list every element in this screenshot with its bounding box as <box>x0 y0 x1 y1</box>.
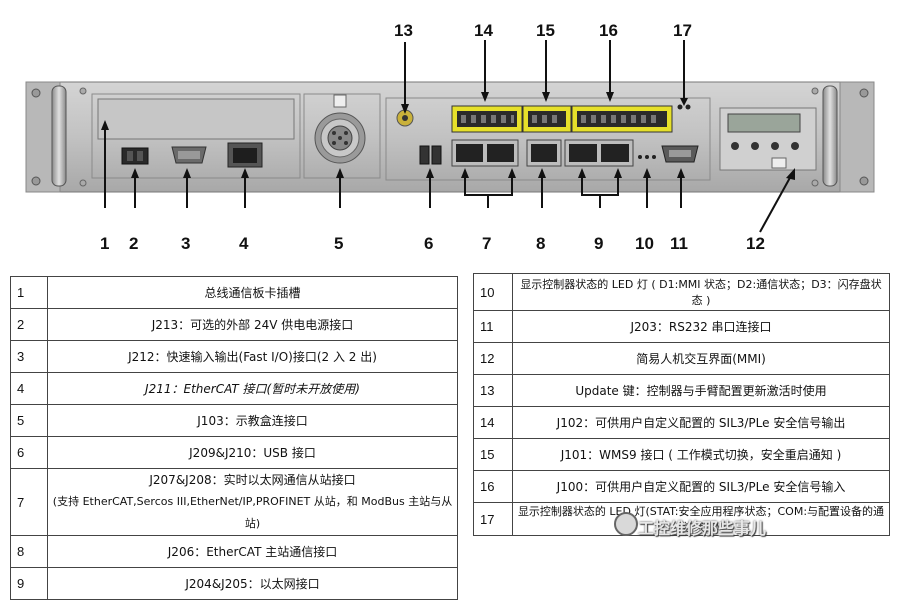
j204-j205-ethernet-ports <box>564 139 634 167</box>
legend-index: 14 <box>473 406 513 439</box>
callout-12: 12 <box>746 234 765 253</box>
j213-power-connector <box>121 147 149 165</box>
j209-j210-usb-ports <box>419 145 442 165</box>
legend-index: 10 <box>473 273 513 311</box>
callout-11: 11 <box>670 234 688 253</box>
legend-index: 8 <box>10 535 48 568</box>
legend-desc: 简易人机交互界面(MMI) <box>512 342 890 375</box>
callout-16: 16 <box>599 21 618 40</box>
callout-6: 6 <box>424 234 433 253</box>
legend-index: 2 <box>10 308 48 341</box>
legend-desc: J102：可供用户自定义配置的 SIL3/PLe 安全信号输出 <box>512 406 890 439</box>
callout-17: 17 <box>673 21 692 40</box>
callout-10: 10 <box>635 234 654 253</box>
callout-4: 4 <box>239 234 249 253</box>
legend-desc-multiline: J207&J208：实时以太网通信从站接口 (支持 EtherCAT,Serco… <box>47 468 458 536</box>
legend-desc: J213：可选的外部 24V 供电电源接口 <box>47 308 458 341</box>
legend-desc: J100：可供用户自定义配置的 SIL3/PLe 安全信号输入 <box>512 470 890 503</box>
callout-5: 5 <box>334 234 343 253</box>
left-handle <box>51 85 67 187</box>
update-button <box>396 109 414 127</box>
legend-index: 6 <box>10 436 48 469</box>
j102-safety-output-connector <box>451 105 523 133</box>
j211-ethercat-port <box>227 142 263 168</box>
controller-front-panel-diagram: 1 2 3 4 5 6 7 8 9 10 11 12 13 14 15 16 1… <box>25 21 875 253</box>
legend-desc: 显示控制器状态的 LED 灯 ( D1:MMI 状态；D2:通信状态；D3：闪存… <box>512 273 890 311</box>
callout-8: 8 <box>536 234 545 253</box>
status-led-d1-d3 <box>638 155 656 159</box>
callout-14: 14 <box>474 21 493 40</box>
legend-desc: J103：示教盒连接口 <box>47 404 458 437</box>
callout-13: 13 <box>394 21 413 40</box>
legend-index: 15 <box>473 438 513 471</box>
j203-rs232-connector <box>661 145 699 163</box>
legend-desc: 显示控制器状态的 LED 灯(STAT:安全应用程序状态；COM:与配置设备的通… <box>512 502 890 536</box>
legend-index: 16 <box>473 470 513 503</box>
legend-desc-secondary: (支持 EtherCAT,Sercos III,EtherNet/IP,PROF… <box>52 495 453 530</box>
legend-index: 3 <box>10 340 48 373</box>
callout-3: 3 <box>181 234 190 253</box>
legend-index: 1 <box>10 276 48 309</box>
legend-desc: J207&J208：实时以太网通信从站接口 <box>149 473 356 487</box>
callout-1: 1 <box>100 234 109 253</box>
legend-index: 9 <box>10 567 48 600</box>
legend-desc: Update 键：控制器与手臂配置更新激活时使用 <box>512 374 890 407</box>
j212-fast-io-connector <box>171 146 207 164</box>
watermark-logo-icon <box>614 512 638 536</box>
j103-teach-pendant-connector <box>314 94 366 164</box>
legend-desc: J206：EtherCAT 主站通信接口 <box>47 535 458 568</box>
legend-desc: J212：快速输入输出(Fast I/O)接口(2 入 2 出) <box>47 340 458 373</box>
legend-desc: J203：RS232 串口连接口 <box>512 310 890 343</box>
legend-desc: J101：WMS9 接口 ( 工作模式切换，安全重启通知 ) <box>512 438 890 471</box>
legend-desc: J211：EtherCAT 接口(暂时未开放使用) <box>47 372 458 405</box>
legend-index: 12 <box>473 342 513 375</box>
callout-7: 7 <box>482 234 491 253</box>
j100-safety-input-connector <box>571 105 673 133</box>
watermark-text: 工控维修那些事儿 <box>638 519 767 538</box>
legend-index: 5 <box>10 404 48 437</box>
legend-index: 17 <box>473 502 513 536</box>
j206-ethercat-master-port <box>526 139 562 167</box>
mmi-display-panel <box>719 107 817 171</box>
legend-index: 4 <box>10 372 48 405</box>
right-handle <box>822 85 838 187</box>
legend-desc: J204&J205：以太网接口 <box>47 567 458 600</box>
j101-wms9-connector <box>522 105 572 133</box>
callout-2: 2 <box>129 234 138 253</box>
legend-desc: 总线通信板卡插槽 <box>47 276 458 309</box>
legend-desc: J209&J210：USB 接口 <box>47 436 458 469</box>
legend-index: 13 <box>473 374 513 407</box>
j207-j208-realtime-ethernet-ports <box>451 139 519 167</box>
callout-15: 15 <box>536 21 555 40</box>
legend-index: 11 <box>473 310 513 343</box>
legend-index: 7 <box>10 468 48 536</box>
stat-com-led <box>677 104 691 110</box>
legend-row: 7 J207&J208：实时以太网通信从站接口 (支持 EtherCAT,Ser… <box>10 468 458 536</box>
bus-card-slot <box>97 98 295 140</box>
callout-9: 9 <box>594 234 603 253</box>
